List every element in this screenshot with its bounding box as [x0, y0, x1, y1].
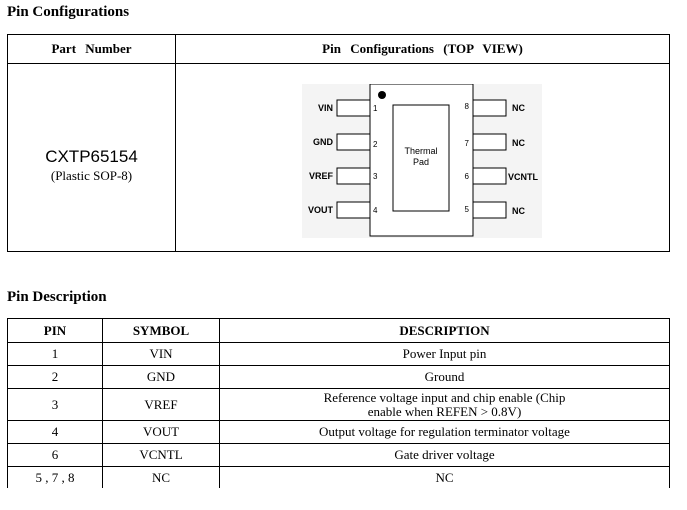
pin-cell: 1 — [7, 342, 103, 366]
symbol-cell: NC — [102, 466, 220, 488]
description-cell: Gate driver voltage — [219, 443, 670, 467]
symbol-cell: VCNTL — [102, 443, 220, 467]
sop8-pinout-diagram: Thermal Pad VIN GND VREF VOUT 1 2 3 4 NC… — [302, 84, 542, 238]
pin-name: NC — [512, 138, 525, 148]
pin-name: VOUT — [308, 205, 334, 215]
thermal-pad-label: Pad — [413, 157, 429, 167]
description-cell: Output voltage for regulation terminator… — [219, 420, 670, 444]
table-row: 2 GND Ground — [7, 365, 670, 389]
pin-lead-5 — [472, 201, 507, 219]
table-row: 1 VIN Power Input pin — [7, 342, 670, 366]
pin-number: 6 — [465, 172, 470, 181]
pin1-indicator-dot — [378, 91, 386, 99]
pin-cell: 6 — [7, 443, 103, 467]
pin-name: NC — [512, 206, 525, 216]
pin-lead-7 — [472, 133, 507, 151]
description-cell: Ground — [219, 365, 670, 389]
symbol-cell: VREF — [102, 388, 220, 421]
pin-number: 8 — [465, 102, 470, 111]
pin-description-heading: Pin Description — [7, 289, 107, 305]
pin-number: 5 — [465, 205, 470, 214]
table-row: 3 VREF Reference voltage input and chip … — [7, 388, 670, 421]
pin-name: VIN — [318, 103, 333, 113]
pin-name: NC — [512, 103, 525, 113]
column-divider — [175, 35, 176, 251]
table-row: 5 , 7 , 8 NC NC — [7, 466, 670, 488]
pin-name: GND — [313, 137, 334, 147]
thermal-pad-label: Thermal — [404, 146, 437, 156]
pin-description-table: PIN SYMBOL DESCRIPTION 1 VIN Power Input… — [7, 318, 670, 488]
pin-configurations-table: Part Number Pin Configurations (TOP VIEW… — [7, 34, 670, 252]
table-row: 6 VCNTL Gate driver voltage — [7, 443, 670, 467]
pin-number: 3 — [373, 172, 378, 181]
pin-cell: 5 , 7 , 8 — [7, 466, 103, 488]
pin-number: 2 — [373, 140, 378, 149]
pin-cell: 4 — [7, 420, 103, 444]
pin-lead-2 — [336, 133, 371, 151]
pin-number: 4 — [373, 206, 378, 215]
column-header-symbol: SYMBOL — [102, 318, 220, 343]
pin-number: 7 — [465, 139, 470, 148]
pin-lead-4 — [336, 201, 371, 219]
pin-lead-1 — [336, 99, 371, 117]
pin-cell: 3 — [7, 388, 103, 421]
part-number: CXTP65154 — [45, 147, 138, 166]
thermal-pad — [392, 104, 450, 212]
pin-name: VCNTL — [508, 172, 538, 182]
symbol-cell: VOUT — [102, 420, 220, 444]
symbol-cell: GND — [102, 365, 220, 389]
pin-configurations-heading: Pin Configurations — [7, 4, 130, 20]
package-type: (Plastic SOP-8) — [50, 168, 133, 183]
description-cell: Reference voltage input and chip enable … — [219, 388, 670, 421]
pin-lead-8 — [472, 99, 507, 117]
table-header-row: PIN SYMBOL DESCRIPTION — [7, 318, 670, 343]
pin-name: VREF — [309, 171, 334, 181]
pin-number: 1 — [373, 104, 378, 113]
pin-config-header: Pin Configurations (TOP VIEW) — [322, 41, 523, 56]
symbol-cell: VIN — [102, 342, 220, 366]
description-cell: NC — [219, 466, 670, 488]
part-number-header: Part Number — [51, 41, 132, 56]
pin-lead-6 — [472, 167, 507, 185]
pin-lead-3 — [336, 167, 371, 185]
pin-cell: 2 — [7, 365, 103, 389]
header-divider — [8, 63, 669, 64]
column-header-pin: PIN — [7, 318, 103, 343]
column-header-description: DESCRIPTION — [219, 318, 670, 343]
table-row: 4 VOUT Output voltage for regulation ter… — [7, 420, 670, 444]
description-cell: Power Input pin — [219, 342, 670, 366]
